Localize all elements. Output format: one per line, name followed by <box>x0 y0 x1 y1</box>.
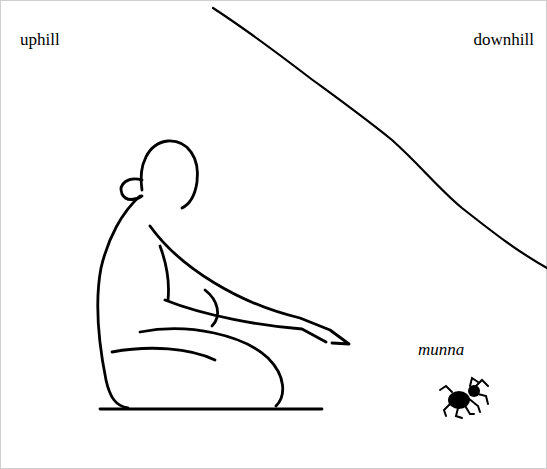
direction-label: uphill <box>20 30 60 50</box>
kneeling-person <box>98 141 349 409</box>
spider-body <box>448 391 470 409</box>
spider-legs <box>440 378 488 418</box>
belly <box>205 290 218 326</box>
head <box>141 141 197 208</box>
ground-line <box>100 408 322 411</box>
back <box>98 196 140 408</box>
thigh <box>140 329 283 406</box>
chest <box>160 246 169 300</box>
arm-upper <box>150 226 349 344</box>
creature-name: munna <box>418 340 464 360</box>
arm-lower <box>165 300 326 342</box>
slope-line <box>213 8 547 268</box>
direction-label: downhill <box>474 30 534 50</box>
waist <box>112 348 215 360</box>
spider <box>440 378 488 418</box>
